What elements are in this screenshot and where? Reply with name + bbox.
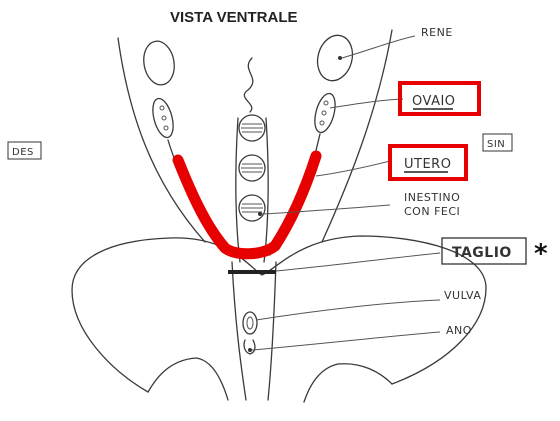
pointer-intestino [262,205,390,214]
kidney-right [313,31,358,84]
label-rene: RENE [421,26,453,39]
pointer-taglio [276,253,440,271]
label-intestino-line2: CON FECI [404,205,460,218]
label-taglio: TAGLIO [452,245,512,261]
anus [244,340,255,354]
feces-pellet-3 [239,195,265,221]
taglio-asterisk: * [534,239,548,269]
body-outline-left [118,38,205,242]
pelvis-outline [72,236,486,392]
vulva [243,312,257,334]
label-ovaio: OVAIO [412,94,456,109]
feces-pellet-2 [239,155,265,181]
label-sin: SIN [487,139,505,150]
label-intestino-line1: INESTINO [404,191,460,204]
label-vulva: VULVA [444,289,481,302]
ovary-right [311,91,339,134]
intestine-tube-right [264,118,268,262]
kidney-left [140,39,177,88]
pointer-vulva [256,300,440,320]
intestine-tube-left [236,118,240,262]
intestine-wiggle [244,58,253,112]
label-utero: UTERO [404,157,451,172]
diagram-title: VISTA VENTRALE [170,9,298,26]
label-ano: ANO [446,324,472,337]
hind-leg-left [148,358,228,400]
tail-base [232,262,276,400]
intestine-pointer-dot [258,212,262,216]
uterus-highlight [178,156,316,254]
hind-leg-right [304,364,392,402]
pointer-ano [252,332,440,350]
feces-pellet-1 [239,115,265,141]
body-outline-right [322,30,392,242]
label-des: DES [12,147,34,158]
ovary-left [149,96,177,139]
pointer-rene [342,36,415,58]
kidney-right-pointer-dot [338,56,342,60]
pointer-ovaio [330,99,403,108]
